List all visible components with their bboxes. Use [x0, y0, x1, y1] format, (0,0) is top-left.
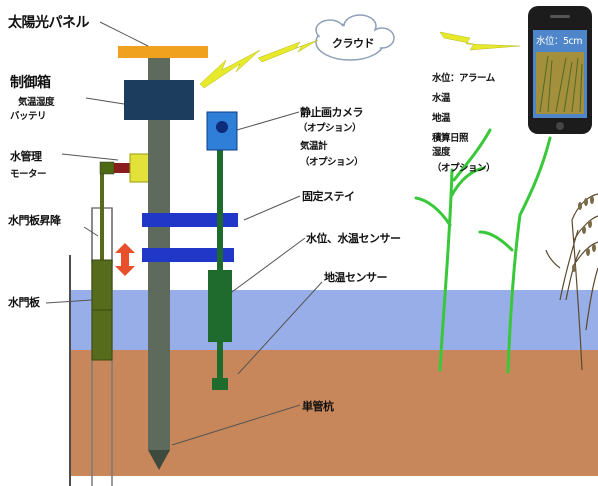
- sunshine-label-1: 気温計: [300, 141, 328, 152]
- control-box: [124, 80, 194, 120]
- alert-label-2: 水温: [432, 93, 451, 104]
- gate-motor-small: [99, 161, 115, 175]
- gate-motor-label-1: 水管理: [10, 150, 42, 163]
- control-box-label: 制御箱: [10, 75, 51, 91]
- water-sensor-label: 水位、水温センサー: [306, 232, 401, 245]
- camera-lens-icon: [216, 121, 228, 133]
- gate-label: 水門板: [8, 296, 40, 309]
- pile-label: 単管杭: [302, 400, 334, 413]
- soil-sensor-label: 地温センサー: [324, 271, 388, 284]
- ripe-rice: [545, 193, 598, 371]
- leader-lines: [45, 21, 323, 446]
- alert-label-3: 地温: [432, 113, 451, 124]
- weather-label: 気温湿度: [18, 97, 55, 108]
- alert-label-6: （オプション）: [432, 163, 496, 174]
- smartphone-icon: [528, 6, 592, 134]
- pile-tip: [148, 450, 170, 470]
- fixed-stay-upper: [142, 213, 238, 227]
- still-camera-label-1: 静止画カメラ: [300, 106, 364, 119]
- phone-water-level: 水位：5cm: [536, 36, 583, 47]
- solar-panel-label: 太陽光パネル: [8, 15, 90, 31]
- alert-label-5: 湿度: [432, 147, 451, 158]
- fixed-stay-label: 固定ステイ: [302, 190, 355, 203]
- alert-label-1: 水位：アラーム: [432, 73, 495, 84]
- cloud-label: クラウド: [332, 37, 375, 50]
- up-down-arrow-icon: [115, 243, 135, 276]
- water-sensor-body: [208, 270, 232, 342]
- alert-label-4: 積算日照: [432, 133, 469, 144]
- gate-lift-label: 水門板昇降: [8, 214, 61, 227]
- solar-panel: [118, 46, 208, 58]
- ripe-rice-grains: [572, 196, 596, 272]
- sunshine-label-2: （オプション）: [300, 157, 364, 168]
- gate-motor-shaft: [114, 163, 132, 173]
- battery-label: バッテリ: [10, 111, 47, 122]
- gate-motor-label-2: モーター: [10, 169, 47, 180]
- still-camera-label-2: （オプション）: [298, 123, 362, 134]
- lightning-icon: [199, 31, 521, 89]
- cloud-icon: [315, 14, 395, 61]
- rice-plants: [414, 128, 552, 374]
- soil-sensor-body: [212, 378, 228, 390]
- fixed-stay-lower: [142, 248, 234, 262]
- sensor-pole: [217, 150, 223, 382]
